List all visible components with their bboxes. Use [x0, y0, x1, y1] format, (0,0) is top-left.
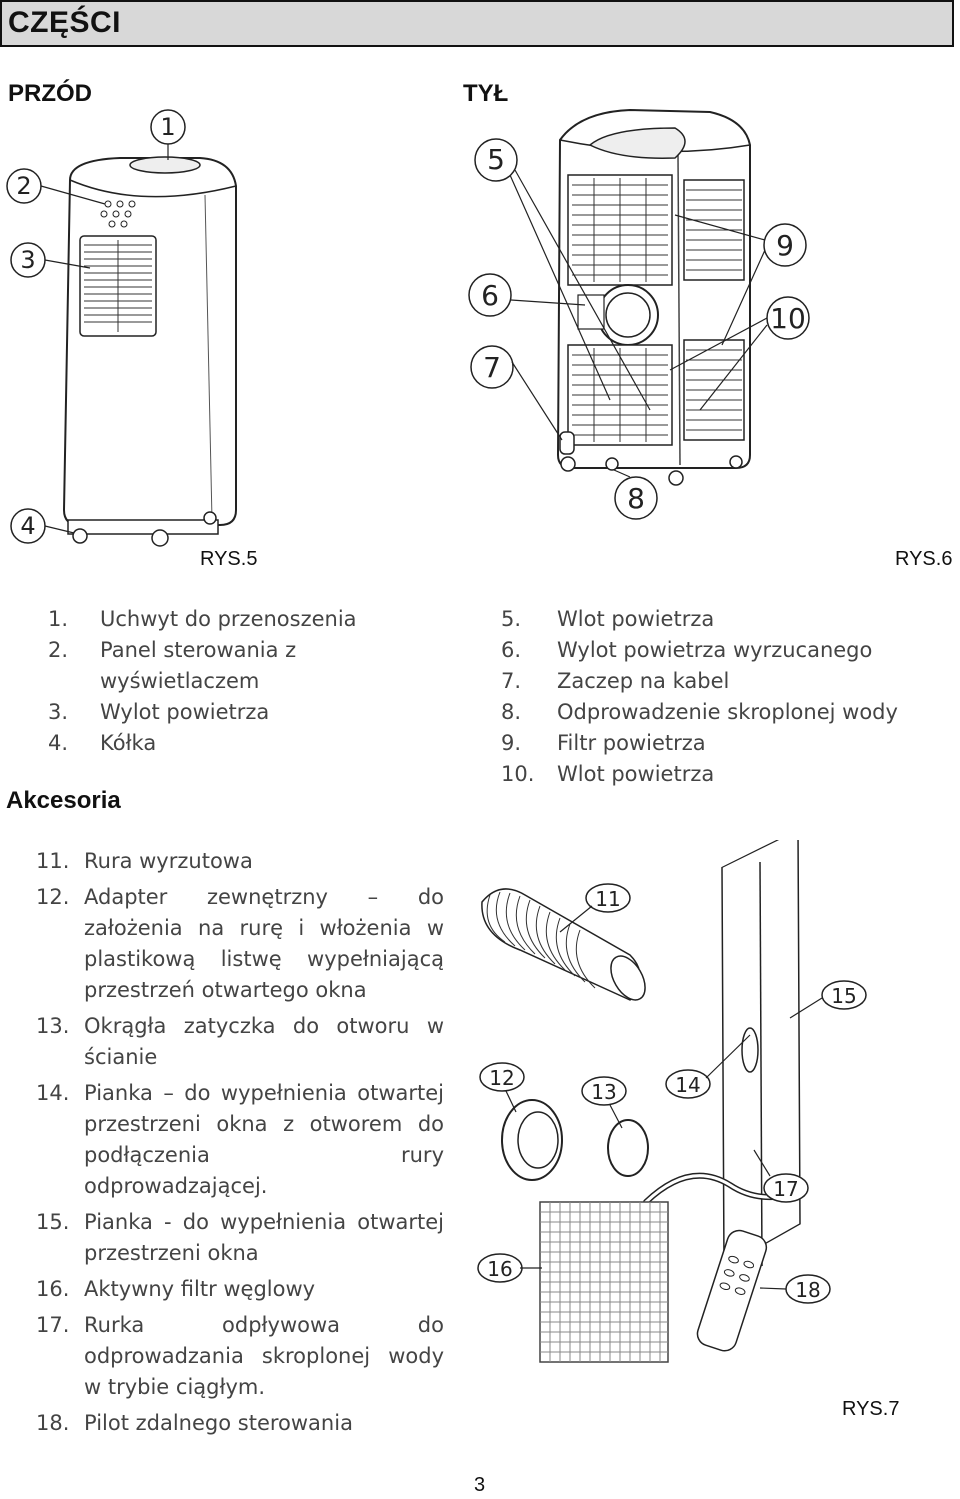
- remote-control-illustration: [696, 1229, 768, 1352]
- callout-3: 3: [20, 246, 35, 274]
- callout-5: 5: [487, 143, 505, 176]
- callout-18: 18: [795, 1278, 820, 1302]
- back-section-title: TYŁ: [463, 80, 509, 107]
- list-item: 5.Wlot powietrza: [501, 607, 715, 631]
- figure-label-rys6: RYS.6: [895, 548, 953, 570]
- round-plug-illustration: [607, 1119, 649, 1177]
- list-item: 4.Kółka: [48, 731, 157, 755]
- list-item: 17.Rurka odpływowa do odprowadzania skro…: [36, 1313, 444, 1399]
- list-item: 18.Pilot zdalnego sterowania: [36, 1411, 353, 1435]
- list-item: 1.Uchwyt do przenoszenia: [48, 607, 357, 631]
- foam-panel-illustration: [721, 840, 801, 1268]
- adapter-ring-illustration: [501, 1099, 563, 1181]
- list-item: 14.Pianka – do wypełnienia otwartej prze…: [36, 1081, 444, 1198]
- callout-17: 17: [773, 1177, 798, 1201]
- callout-8: 8: [627, 482, 645, 515]
- carbon-filter-illustration: [539, 1201, 669, 1363]
- callout-2: 2: [16, 172, 31, 200]
- list-item: 6.Wylot powietrza wyrzucanego: [501, 638, 873, 662]
- page-title: CZĘŚCI: [8, 6, 122, 39]
- back-parts-list: 5.Wlot powietrza 6.Wylot powietrza wyrzu…: [501, 604, 941, 790]
- callout-9: 9: [776, 229, 794, 262]
- front-section-title: PRZÓD: [8, 80, 92, 107]
- callout-16: 16: [487, 1257, 512, 1281]
- list-item: 2.Panel sterowania z wyświetlaczem: [48, 638, 297, 693]
- callout-11: 11: [595, 887, 620, 911]
- list-item: 12.Adapter zewnętrzny – do założenia na …: [36, 885, 444, 1002]
- list-item: 11.Rura wyrzutowa: [36, 849, 253, 873]
- list-item: 7.Zaczep na kabel: [501, 669, 730, 693]
- list-item: 9.Filtr powietrza: [501, 731, 706, 755]
- callout-1: 1: [160, 113, 175, 141]
- callout-4: 4: [20, 512, 35, 540]
- list-item: 13.Okrągła zatyczka do otworu w ścianie: [36, 1014, 444, 1069]
- callout-12: 12: [489, 1066, 514, 1090]
- list-item: 8.Odprowadzenie skroplonej wody: [501, 700, 898, 724]
- list-item: 16.Aktywny filtr węglowy: [36, 1277, 316, 1301]
- accessories-list: 11.Rura wyrzutowa 12.Adapter zewnętrzny …: [36, 846, 444, 1444]
- header-bar: [0, 0, 954, 47]
- front-parts-list: 1.Uchwyt do przenoszenia 2.Panel sterowa…: [48, 604, 428, 759]
- figure-label-rys7: RYS.7: [842, 1398, 900, 1420]
- figure-label-rys5: RYS.5: [200, 548, 258, 570]
- accessories-section-title: Akcesoria: [6, 787, 121, 814]
- back-unit-illustration: 5 6 7 8 9 10: [468, 108, 810, 520]
- callout-13: 13: [591, 1080, 616, 1104]
- list-item: 3.Wylot powietrza: [48, 700, 270, 724]
- callout-10: 10: [770, 302, 806, 335]
- callout-15: 15: [831, 984, 856, 1008]
- callout-14: 14: [675, 1073, 700, 1097]
- page-number: 3: [474, 1474, 486, 1496]
- accessories-illustration: 11 15 12 13 14 17 16 18: [477, 840, 867, 1363]
- front-unit-illustration: 1 2 3 4: [6, 109, 237, 547]
- callout-7: 7: [483, 351, 501, 384]
- exhaust-hose-illustration: [481, 888, 646, 1001]
- list-item: 15.Pianka - do wypełnienia otwartej prze…: [36, 1210, 444, 1265]
- list-item: 10.Wlot powietrza: [501, 762, 715, 786]
- callout-6: 6: [481, 279, 499, 312]
